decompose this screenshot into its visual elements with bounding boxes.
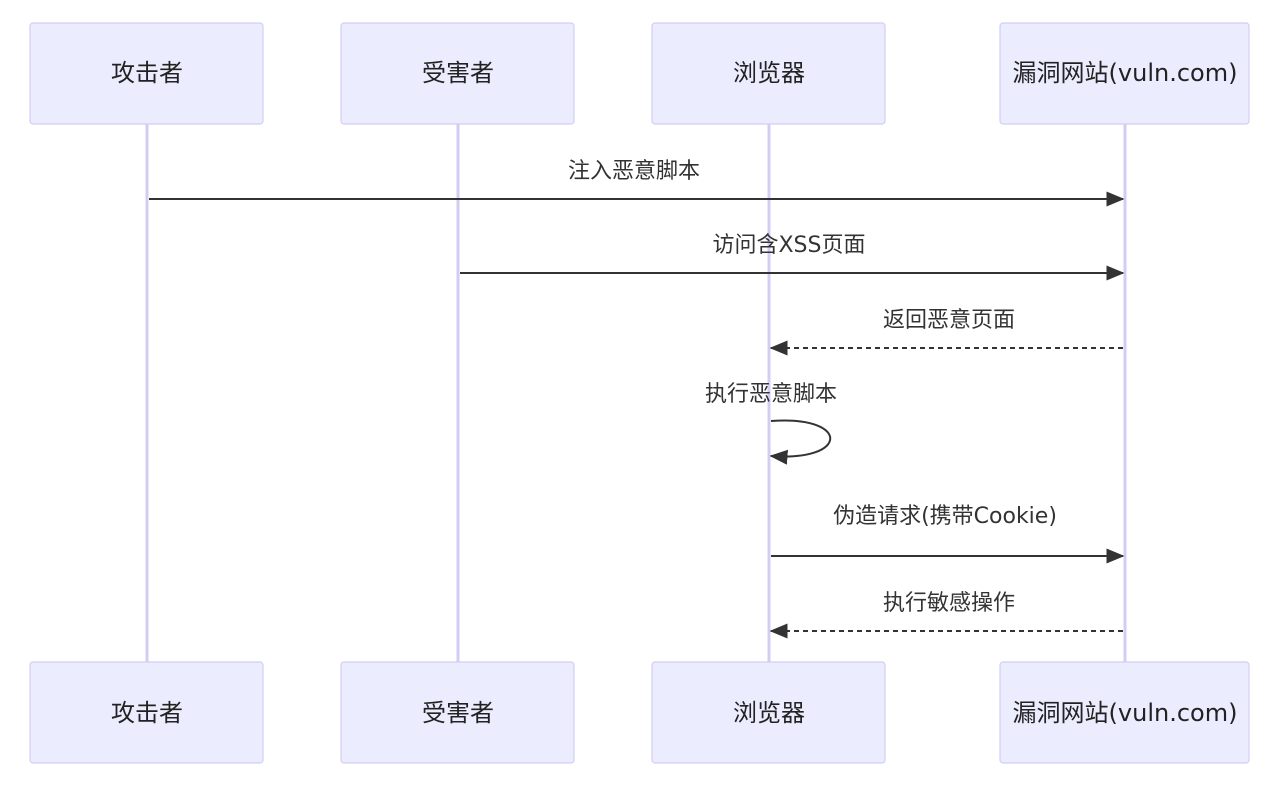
- message-execute-script-label: 执行恶意脚本: [705, 382, 837, 407]
- actor-bottom-browser-label: 浏览器: [733, 699, 805, 727]
- message-forge-request-label: 伪造请求(携带Cookie): [833, 504, 1057, 529]
- actor-bottom-site-label: 漏洞网站(vuln.com): [1013, 699, 1238, 727]
- message-inject-script: 注入恶意脚本: [149, 159, 1125, 207]
- message-forge-request: 伪造请求(携带Cookie): [771, 504, 1125, 564]
- actor-bottom-attacker-label: 攻击者: [111, 699, 183, 727]
- message-execute-script-loop: [769, 419, 831, 465]
- actor-top-browser-label: 浏览器: [733, 59, 805, 87]
- actor-top-victim-label: 受害者: [422, 59, 494, 87]
- actor-top-browser: 浏览器: [651, 22, 886, 125]
- actor-top-victim: 受害者: [340, 22, 575, 125]
- actor-bottom-attacker: 攻击者: [29, 661, 264, 764]
- message-execute-sensitive-op: 执行敏感操作: [769, 591, 1123, 639]
- message-execute-script: 执行恶意脚本: [705, 382, 837, 465]
- actor-bottom-victim-label: 受害者: [422, 699, 494, 727]
- actor-bottom-victim: 受害者: [340, 661, 575, 764]
- message-return-malicious-page: 返回恶意页面: [769, 308, 1123, 356]
- actor-top-site-label: 漏洞网站(vuln.com): [1013, 59, 1238, 87]
- message-visit-xss-page: 访问含XSS页面: [460, 233, 1125, 281]
- actor-bottom-site: 漏洞网站(vuln.com): [999, 661, 1250, 764]
- message-visit-xss-page-label: 访问含XSS页面: [712, 233, 865, 258]
- actor-bottom-browser: 浏览器: [651, 661, 886, 764]
- message-execute-sensitive-op-label: 执行敏感操作: [883, 591, 1015, 616]
- message-return-malicious-page-label: 返回恶意页面: [883, 308, 1015, 333]
- actor-top-site: 漏洞网站(vuln.com): [999, 22, 1250, 125]
- message-inject-script-label: 注入恶意脚本: [568, 159, 700, 184]
- actor-top-attacker-label: 攻击者: [111, 59, 183, 87]
- actor-top-attacker: 攻击者: [29, 22, 264, 125]
